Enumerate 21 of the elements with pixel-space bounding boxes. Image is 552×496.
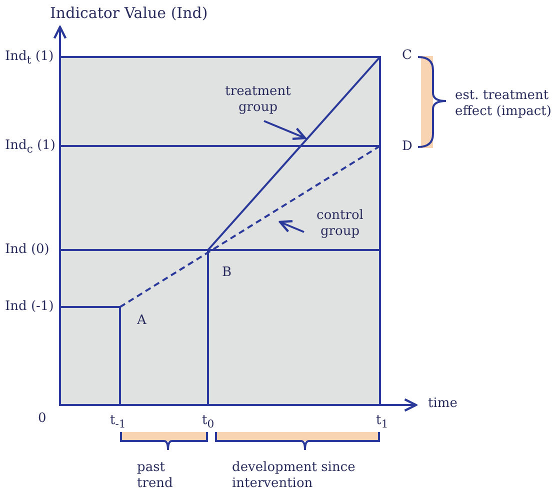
axis-title: Indicator Value (Ind) [50,5,208,21]
axis-tick-label: t$_{0}$ [202,413,214,433]
axis-tick-label: Ind$_{c}$ (1) [5,138,56,158]
annotation-text: est. treatment effect (impact) [455,88,552,120]
axis-tick-label: Ind$_{t}$ (1) [5,49,54,69]
axis-tick-label: Ind (0) [5,242,50,258]
annotation-text: development since intervention [232,460,356,492]
point-label: A [137,313,146,329]
axis-tick-label: t$_{-1}$ [110,413,126,433]
callout-text: treatment group [222,84,294,116]
axis-title: time [428,396,458,412]
point-label: B [222,265,232,281]
axis-tick-label: Ind (-1) [5,299,54,315]
annotation-text: past trend [137,460,174,492]
leader-arrow [264,120,306,140]
axis-tick-label: t$_{1}$ [376,413,388,433]
point-label: C [402,48,412,64]
point-label: D [402,139,412,155]
axis-tick-label: 0 [38,411,46,427]
leader-arrow [278,220,304,233]
callout-text: control group [308,208,372,240]
